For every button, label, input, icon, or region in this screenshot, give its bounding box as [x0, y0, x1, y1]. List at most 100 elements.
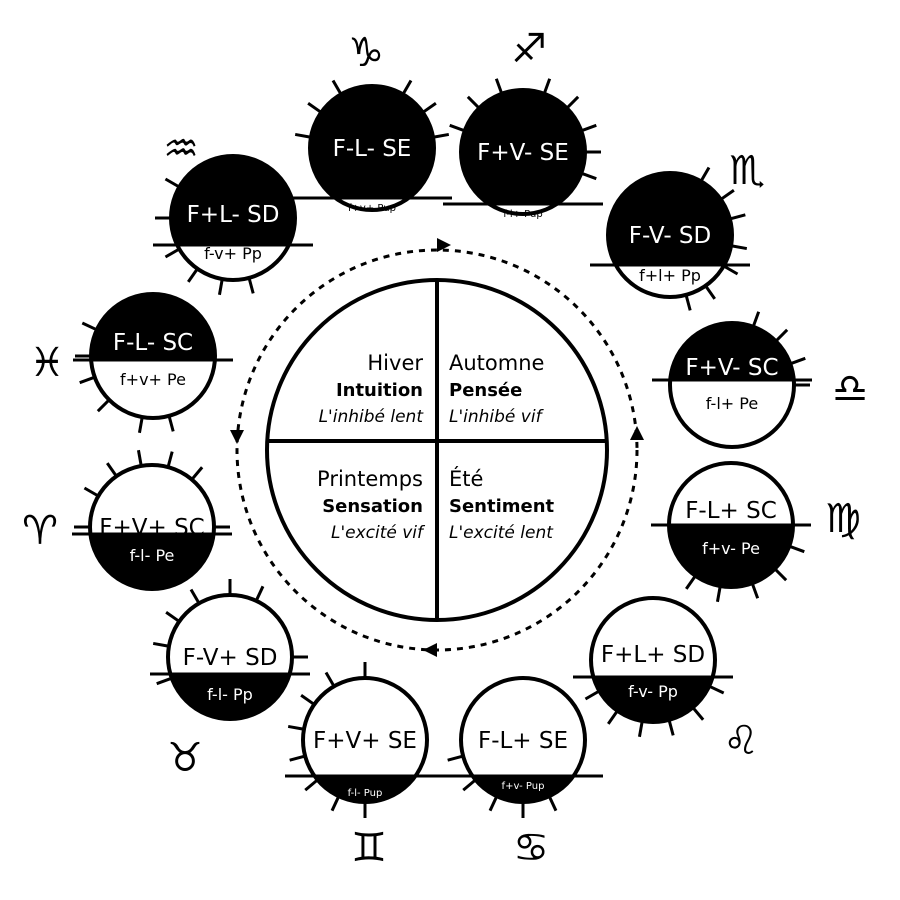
- aries-icon: ♈: [22, 508, 58, 554]
- node-spike: [704, 284, 716, 300]
- node-top-label: F+L- SD: [187, 202, 280, 228]
- node-spike: [79, 375, 96, 385]
- function-label: Intuition: [336, 380, 423, 401]
- node-spike: [432, 132, 450, 139]
- node-spike: [774, 328, 789, 343]
- taurus-icon: ♉: [167, 735, 203, 781]
- node-top-half: [461, 678, 585, 776]
- season-label: Printemps: [317, 467, 423, 491]
- node-spike: [307, 102, 323, 114]
- node-outline: [459, 676, 587, 804]
- node-spike: [401, 79, 413, 96]
- node-spike: [106, 462, 118, 478]
- node-spike: [152, 641, 170, 648]
- aquarius-icon: ♒: [163, 126, 199, 172]
- node-bottom-label: f-v+ Pp: [204, 244, 262, 263]
- quadrant-summer: Été Sentiment L'excité lent: [449, 466, 555, 543]
- function-label: Sentiment: [449, 496, 555, 517]
- node-spike: [542, 78, 552, 95]
- node-outline: [88, 463, 216, 591]
- node-spike: [708, 684, 725, 695]
- function-label: Sensation: [322, 496, 423, 517]
- gemini-icon: ♊: [351, 825, 387, 871]
- temperament-node-gemini: F+V+ SEf-l- Pup: [285, 662, 445, 818]
- description-label: L'inhibé lent: [319, 407, 425, 427]
- function-label: Pensée: [449, 380, 522, 401]
- node-spike: [300, 694, 316, 706]
- node-outline: [169, 154, 297, 282]
- node-spike: [156, 676, 173, 686]
- node-spike: [96, 398, 111, 413]
- node-spike: [136, 449, 143, 467]
- node-spike: [81, 321, 98, 332]
- node-spike: [751, 311, 761, 328]
- node-spike: [254, 585, 265, 602]
- node-spike: [488, 795, 499, 812]
- season-label: Été: [449, 466, 483, 491]
- node-spike: [287, 724, 305, 731]
- node-spike: [789, 356, 806, 366]
- node-spike: [324, 671, 336, 688]
- node-bottom-label: f+l+ Pp: [639, 266, 701, 285]
- node-spike: [607, 709, 619, 725]
- node-spike: [247, 277, 255, 294]
- node-outline: [89, 292, 217, 420]
- node-top-label: F-V- SD: [629, 223, 712, 249]
- node-spike: [773, 567, 788, 582]
- node-spike: [547, 795, 558, 812]
- node-bottom-label: f-l+ Pe: [706, 394, 758, 413]
- libra-icon: ♎: [832, 366, 868, 412]
- quadrant-winter: Hiver Intuition L'inhibé lent: [319, 351, 425, 427]
- node-top-label: F+V+ SC: [99, 515, 204, 541]
- arrow-right-icon: [630, 426, 644, 440]
- node-spike: [189, 588, 201, 605]
- node-bottom-label: f+v+ Pe: [120, 370, 186, 389]
- node-bottom-half: [461, 204, 585, 214]
- node-spike: [462, 778, 477, 792]
- node-outline: [308, 84, 436, 212]
- virgo-icon: ♍: [825, 496, 861, 542]
- node-spike: [580, 171, 597, 181]
- node-bottom-label: f+v- Pe: [702, 539, 760, 558]
- node-bottom-label: f-l- Pp: [207, 685, 253, 704]
- node-outline: [606, 171, 734, 299]
- node-top-half: [303, 678, 427, 776]
- season-label: Automne: [449, 351, 544, 375]
- node-bottom-half: [670, 380, 794, 447]
- node-spike: [730, 244, 748, 251]
- node-spike: [331, 79, 343, 96]
- node-spike: [494, 78, 504, 95]
- node-spike: [447, 754, 464, 762]
- node-top-label: F+V- SC: [685, 355, 778, 381]
- node-spike: [722, 264, 739, 276]
- node-spike: [580, 123, 597, 133]
- node-bottom-label: f-l+ Pup: [503, 209, 542, 220]
- node-spike: [729, 213, 746, 221]
- node-spike: [565, 95, 580, 110]
- temperament-node-cancer: F-L+ SEf+v- Pup: [443, 676, 603, 818]
- node-top-label: F+V- SE: [477, 140, 569, 166]
- node-spike: [165, 611, 181, 623]
- node-bottom-label: f-v- Pp: [628, 682, 678, 701]
- node-spike: [449, 123, 466, 133]
- arrow-left-icon: [230, 430, 244, 444]
- scorpio-icon: ♏: [729, 148, 765, 194]
- node-top-label: F-L+ SC: [685, 498, 777, 524]
- leo-icon: ♌: [723, 718, 759, 764]
- node-spike: [164, 247, 181, 259]
- cancer-icon: ♋: [513, 825, 549, 871]
- season-label: Hiver: [367, 351, 423, 375]
- node-spike: [190, 466, 204, 481]
- node-spike: [691, 706, 705, 721]
- node-top-label: F+V+ SE: [313, 728, 417, 754]
- temperament-node-capricorn: F-L- SEf+v+ Pup: [292, 79, 452, 214]
- node-spike: [289, 754, 306, 762]
- node-spike: [684, 294, 692, 311]
- node-top-label: F-L- SC: [113, 330, 193, 356]
- quadrant-spring: Printemps Sensation L'excité vif: [317, 467, 426, 543]
- description-label: L'excité lent: [449, 523, 554, 543]
- node-bottom-label: f+v- Pup: [502, 781, 545, 792]
- node-spike: [685, 574, 697, 590]
- node-spike: [421, 102, 437, 114]
- description-label: L'excité vif: [331, 523, 426, 543]
